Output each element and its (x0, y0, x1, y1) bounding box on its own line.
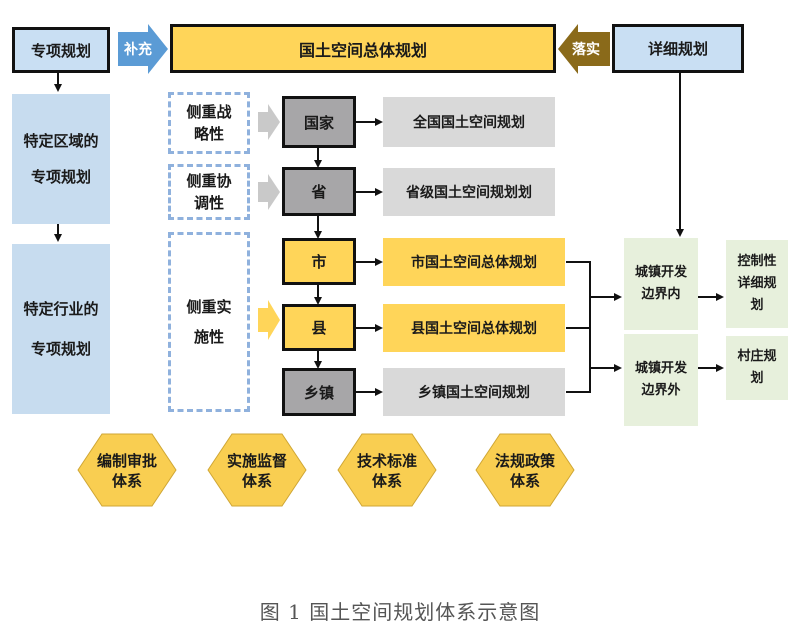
system-technical-label: 技术标准体系 (356, 452, 417, 490)
region-special-label: 特定区域的专项规划 (23, 132, 99, 186)
figure-caption: 图 1 国土空间规划体系示意图 (259, 599, 541, 624)
level-city: 市 (282, 238, 356, 285)
plan-town-label: 乡镇国土空间规划 (418, 385, 530, 401)
village-plan-label: 村庄规划 (737, 349, 777, 386)
region-special-box: 特定区域的专项规划 (12, 94, 110, 224)
implement-label: 落实 (572, 42, 600, 58)
level-provincial: 省 (282, 167, 356, 216)
plan-provincial: 省级国土空间规划划 (383, 168, 555, 216)
plan-provincial-label: 省级国土空间规划划 (406, 185, 532, 201)
village-plan-box: 村庄规划 (726, 336, 788, 400)
hexagon-legal (475, 433, 575, 507)
plan-city: 市国土空间总体规划 (383, 238, 565, 286)
grey-arrow-coordination (258, 174, 280, 210)
emphasis-coordination-box: 侧重协调性 (168, 164, 250, 220)
control-detail-label: 控制性详细规划 (737, 254, 777, 313)
emphasis-implementation-box: 侧重实施性 (168, 232, 250, 412)
industry-special-box: 特定行业的专项规划 (12, 244, 110, 414)
level-town: 乡镇 (282, 368, 356, 416)
hexagon-supervision (207, 433, 307, 507)
grey-arrow-strategic (258, 104, 280, 140)
hexagon-technical (337, 433, 437, 507)
outside-boundary-box: 城镇开发边界外 (624, 334, 698, 426)
plan-city-label: 市国土空间总体规划 (411, 255, 537, 271)
level-national: 国家 (282, 96, 356, 148)
level-town-label: 乡镇 (303, 383, 334, 402)
system-approval-label: 编制审批体系 (96, 452, 157, 490)
level-provincial-label: 省 (311, 183, 327, 201)
emphasis-coordination-label: 侧重协调性 (186, 172, 232, 212)
outside-boundary-label: 城镇开发边界外 (634, 361, 687, 398)
detail-plan-label: 详细规划 (647, 40, 708, 58)
inside-boundary-box: 城镇开发边界内 (624, 238, 698, 330)
implement-arrow (558, 24, 610, 74)
emphasis-implementation-label: 侧重实施性 (186, 298, 232, 346)
inside-boundary-label: 城镇开发边界内 (634, 265, 687, 302)
special-plan-box: 专项规划 (12, 27, 110, 73)
supplement-arrow (118, 24, 168, 74)
supplement-label: 补充 (124, 42, 152, 58)
level-county: 县 (282, 304, 356, 351)
level-city-label: 市 (311, 253, 327, 271)
level-national-label: 国家 (303, 113, 334, 132)
hexagon-approval (77, 433, 177, 507)
plan-national-label: 全国国土空间规划 (413, 115, 525, 131)
plan-town: 乡镇国土空间规划 (383, 368, 565, 416)
yellow-arrow-implementation (258, 300, 280, 340)
detail-plan-box: 详细规划 (612, 24, 744, 73)
control-detail-box: 控制性详细规划 (726, 240, 788, 328)
system-legal-label: 法规政策体系 (494, 452, 555, 490)
master-plan-box: 国土空间总体规划 (170, 24, 556, 73)
emphasis-strategic-box: 侧重战略性 (168, 92, 250, 154)
plan-national: 全国国土空间规划 (383, 97, 555, 147)
special-plan-label: 专项规划 (30, 41, 91, 60)
plan-county: 县国土空间总体规划 (383, 304, 565, 352)
level-county-label: 县 (311, 319, 327, 337)
emphasis-strategic-label: 侧重战略性 (186, 103, 232, 143)
industry-special-label: 特定行业的专项规划 (23, 300, 99, 358)
plan-county-label: 县国土空间总体规划 (411, 321, 537, 337)
master-plan-label: 国土空间总体规划 (298, 40, 427, 60)
system-supervision-label: 实施监督体系 (226, 452, 287, 490)
